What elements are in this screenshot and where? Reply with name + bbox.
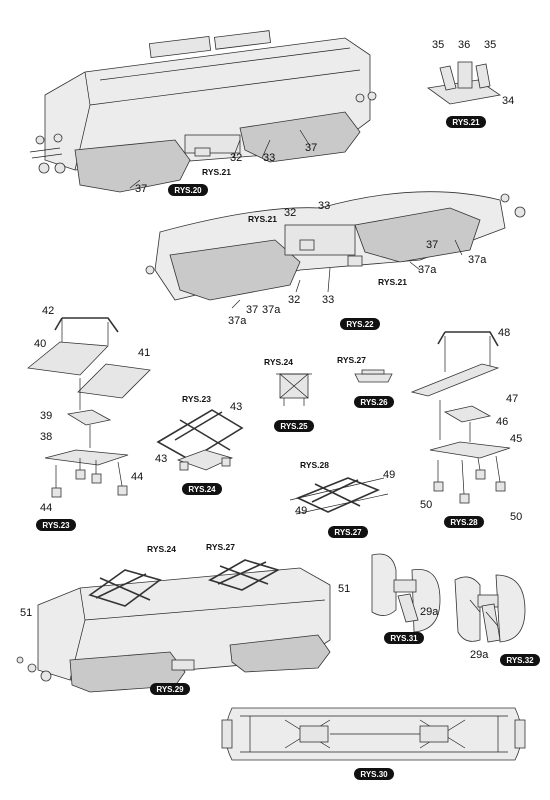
rys29-figure [16,559,331,693]
rys21-label-36: 36 [458,39,470,51]
rys30-badge: RYS.30 [354,768,394,780]
rys28-label-48: 48 [498,327,510,339]
rys20-label-33: 33 [263,152,275,164]
rys27-figure [289,477,389,515]
rys29-label-51-right: 51 [338,583,350,595]
rys20-figure [29,30,377,193]
rys22-ref-rys21-top: RYS.21 [248,214,277,224]
rys32-badge: RYS.32 [500,654,540,666]
rys25-ref-rys24: RYS.24 [264,357,293,367]
rys22-label-37a-bottom: 37a [228,315,247,327]
rys24-label-43-right: 43 [230,401,242,413]
rys24-ref-rys23: RYS.23 [182,394,211,404]
rys26-figure [354,369,393,383]
rys22-label-37a-left: 37a [262,304,281,316]
rys29-label-51-left: 51 [20,607,32,619]
rys22-label-32-top: 32 [284,207,296,219]
rys21-badge: RYS.21 [446,116,486,128]
rys28-figure [410,331,511,504]
rys27-ref-rys28: RYS.28 [300,460,329,470]
rys23-label-39: 39 [40,410,52,422]
rys23-badge: RYS.23 [36,519,76,531]
rys21-label-34: 34 [502,95,514,107]
rys28-label-45: 45 [510,433,522,445]
rys28-label-50-right: 50 [510,511,522,523]
rys29-ref-rys24: RYS.24 [147,544,176,554]
rys21-label-35-left: 35 [432,39,444,51]
rys20-badge: RYS.20 [168,184,208,196]
rys24-label-43-left: 43 [155,453,167,465]
rys20-ref-rys21: RYS.21 [202,167,231,177]
rys22-title: RYS.22 [346,320,374,329]
rys23-label-44-right: 44 [131,471,143,483]
rys28-badge: RYS.28 [444,516,484,528]
rys23-label-42: 42 [42,305,54,317]
rys27-title: RYS.27 [334,528,362,537]
rys21-label-35-right: 35 [484,39,496,51]
rys32-figure [454,574,526,643]
rys30-title: RYS.30 [360,770,388,779]
rys20-title: RYS.20 [174,186,202,195]
rys28-label-50-left: 50 [420,499,432,511]
rys31-figure [371,553,441,633]
rys20-label-37-right: 37 [305,142,317,154]
rys28-label-47: 47 [506,393,518,405]
rys20-label-32: 32 [230,152,242,164]
rys31-label-29a: 29a [420,606,439,618]
rys27-label-49-right: 49 [383,469,395,481]
rys22-label-37a-mid: 37a [418,264,437,276]
rys26-title: RYS.26 [360,398,388,407]
rys26-ref-rys27: RYS.27 [337,355,366,365]
rys30-figure [221,707,526,761]
rys21-title: RYS.21 [452,118,480,127]
rys29-title: RYS.29 [156,685,184,694]
rys23-title: RYS.23 [42,521,70,530]
rys27-badge: RYS.27 [328,526,368,538]
rys27-label-49-left: 49 [295,505,307,517]
rys22-label-37-left: 37 [246,304,258,316]
rys29-badge: RYS.29 [150,683,190,695]
rys22-label-33-bottom: 33 [322,294,334,306]
rys22-badge: RYS.22 [340,318,380,330]
rys23-figure [27,317,151,498]
rys31-title: RYS.31 [390,634,418,643]
rys20-label-37-left: 37 [135,183,147,195]
rys31-badge: RYS.31 [384,632,424,644]
rys22-label-32-bottom: 32 [288,294,300,306]
rys21-figure [426,61,502,105]
rys22-label-37a-far: 37a [468,254,487,266]
rys29-ref-rys27: RYS.27 [206,542,235,552]
rys23-label-40: 40 [34,338,46,350]
rys22-label-33-top: 33 [318,200,330,212]
rys25-figure [276,373,312,406]
rys28-title: RYS.28 [450,518,478,527]
rys26-badge: RYS.26 [354,396,394,408]
rys32-label-29a: 29a [470,649,489,661]
rys32-title: RYS.32 [506,656,534,665]
rys23-label-38: 38 [40,431,52,443]
rys23-label-44-left: 44 [40,502,52,514]
rys24-title: RYS.24 [188,485,216,494]
rys25-title: RYS.25 [280,422,308,431]
rys24-figure [156,409,244,471]
rys22-figure [145,191,526,309]
rys22-label-37-right: 37 [426,239,438,251]
rys25-badge: RYS.25 [274,420,314,432]
rys23-label-41: 41 [138,347,150,359]
rys22-ref-rys21-bottom: RYS.21 [378,277,407,287]
rys24-badge: RYS.24 [182,483,222,495]
rys28-label-46: 46 [496,416,508,428]
